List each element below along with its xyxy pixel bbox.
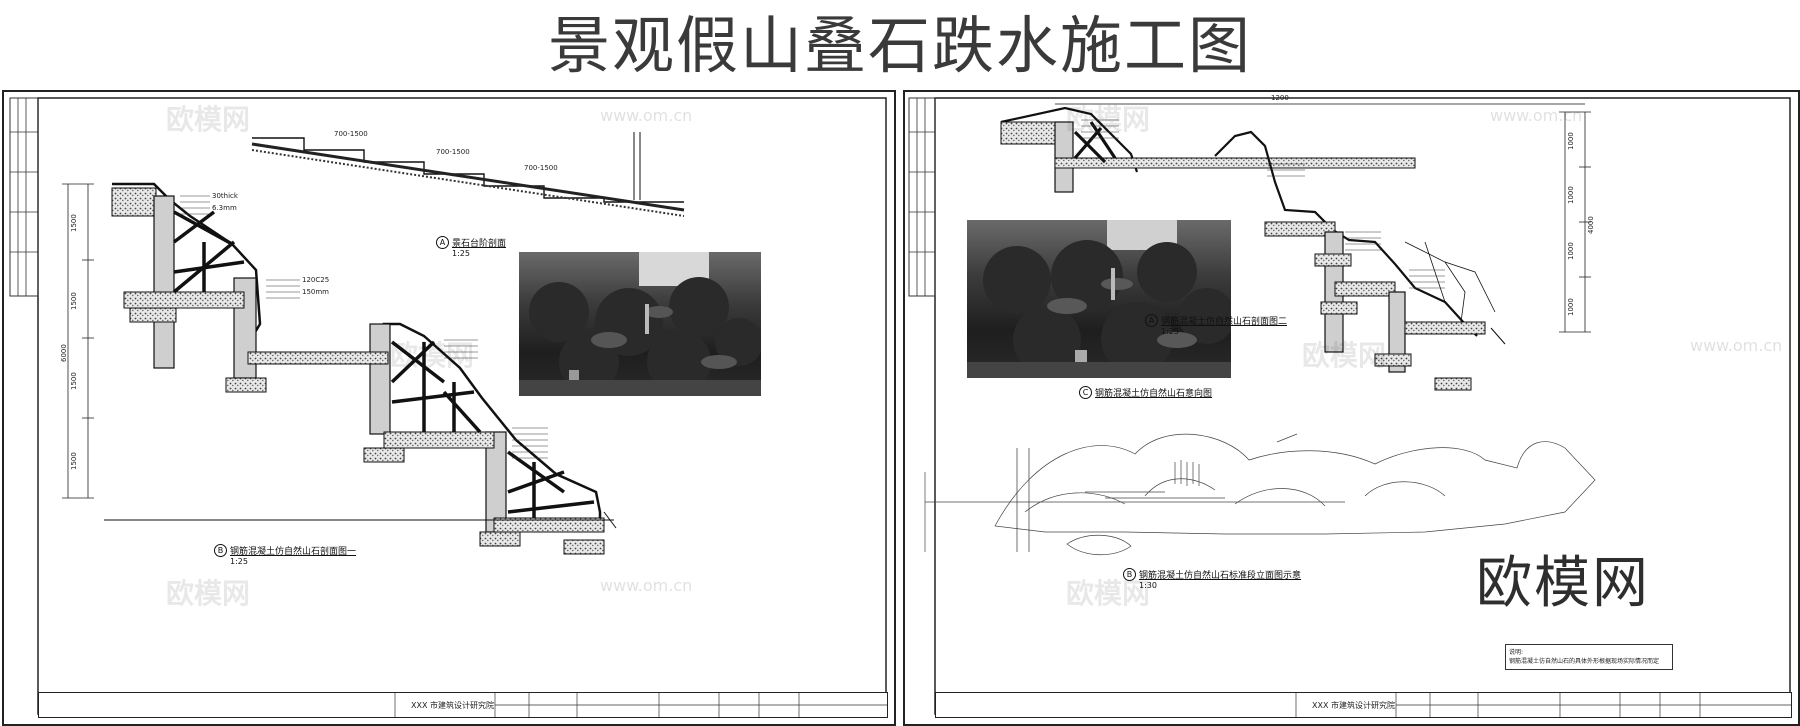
dim-total: 6000 xyxy=(60,344,68,362)
watermark-url: www.om.cn xyxy=(1690,336,1783,355)
dim-vertical-3: 1500 xyxy=(70,372,78,390)
right-sheet-drawing xyxy=(908,97,1791,715)
design-note-box: 说明: 钢筋混凝土仿自然山石的具体外形根据现场实际情况而定 xyxy=(1505,644,1673,670)
dim-vertical-right-1: 1000 xyxy=(1567,132,1575,150)
rockery-section-one xyxy=(104,182,617,555)
dim-vertical-1: 1500 xyxy=(70,214,78,232)
watermark-logo: 欧模网 xyxy=(1302,339,1387,372)
layer-note-4: 150mm xyxy=(302,288,329,296)
title-block-right: XXX 市建筑设计研究院 xyxy=(935,692,1792,718)
dim-step-3: 700-1500 xyxy=(524,164,558,172)
watermark-logo: 欧模网 xyxy=(1066,103,1151,136)
rockery-photo-left xyxy=(519,252,761,396)
watermark-url: www.om.cn xyxy=(1490,106,1583,125)
watermark-logo: 欧模网 xyxy=(166,577,251,610)
left-sheet-drawing xyxy=(9,97,887,715)
institute-name-left: XXX 市建筑设计研究院 xyxy=(411,701,494,710)
dim-vertical-right-4: 1000 xyxy=(1567,298,1575,316)
watermark-logo: 欧模网 xyxy=(390,339,475,372)
watermark-big: 欧模网 xyxy=(1476,551,1650,616)
dim-total-right: 4000 xyxy=(1587,216,1595,234)
note-label: 说明: xyxy=(1509,649,1524,656)
note-text: 钢筋混凝土仿自然山石的具体外形根据现场实际情况而定 xyxy=(1509,658,1660,665)
rockery-photo-right xyxy=(967,220,1231,378)
institute-name-right: XXX 市建筑设计研究院 xyxy=(1312,701,1395,710)
layer-note-1: 30thick xyxy=(212,192,238,200)
rockery-section-two xyxy=(1000,103,1585,391)
stair-section xyxy=(251,132,685,217)
vertical-dimension-chain xyxy=(62,183,94,499)
dim-step-2: 700-1500 xyxy=(436,148,470,156)
layer-note-2: 6.3mm xyxy=(212,204,237,212)
page-title: 景观假山叠石跌水施工图 xyxy=(547,9,1252,82)
drawing-sheet-left: 1500 1500 1500 1500 6000 700-1500 700-15… xyxy=(2,90,896,726)
watermark-logo: 欧模网 xyxy=(166,103,251,136)
watermark-logo: 欧模网 xyxy=(1066,577,1151,610)
right-vertical-dimension-chain xyxy=(1559,111,1591,333)
dim-vertical-right-2: 1000 xyxy=(1567,186,1575,204)
dim-step-1: 700-1500 xyxy=(334,130,368,138)
watermark-url: www.om.cn xyxy=(600,576,693,595)
layer-note-3: 120C25 xyxy=(302,276,330,284)
dim-vertical-4: 1500 xyxy=(70,452,78,470)
dim-vertical-2: 1500 xyxy=(70,292,78,310)
watermark-url: www.om.cn xyxy=(600,106,693,125)
dim-vertical-right-3: 1000 xyxy=(1567,242,1575,260)
title-block-left: XXX 市建筑设计研究院 xyxy=(38,692,888,718)
elevation-outline xyxy=(924,433,1596,556)
dim-top-right: 1200 xyxy=(1271,94,1289,102)
